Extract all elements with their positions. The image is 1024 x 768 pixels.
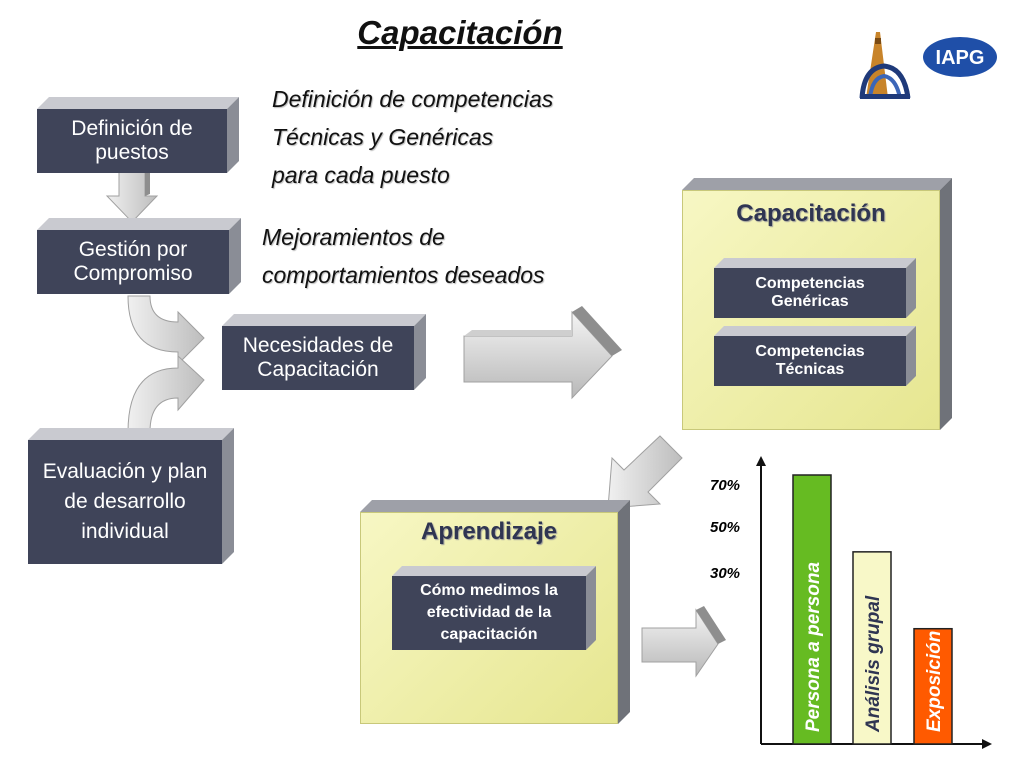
definition-line-1: Definición de competencias <box>272 86 554 112</box>
chart-ticks: 70% 50% 30% <box>710 477 740 582</box>
right-arrow-icon <box>463 306 622 400</box>
competencias-genericas-label: Competencias Genéricas <box>714 268 906 318</box>
tick-label: 30% <box>710 565 740 582</box>
bar-rect <box>852 551 892 745</box>
medicion-label: Cómo medimos la efectividad de la capaci… <box>392 576 586 650</box>
down-arrow-icon <box>105 168 159 223</box>
capacitacion-title: Capacitación <box>736 200 886 227</box>
iapg-logo-text: IAPG <box>936 47 985 69</box>
tick-label: 50% <box>710 519 740 536</box>
y-axis-arrow-icon <box>756 456 766 466</box>
box-necesidades-label: Necesidades de Capacitación <box>222 326 414 390</box>
bar-rect <box>792 474 832 745</box>
bar-label: Análisis grupal <box>863 595 884 733</box>
bar-2: Análisis grupal <box>852 551 892 745</box>
x-axis-arrow-icon <box>982 739 992 749</box>
competencias-genericas-box: Competencias Genéricas <box>714 258 916 318</box>
box-gestion-label: Gestión por Compromiso <box>37 230 229 294</box>
chart-arrow-icon <box>641 606 726 678</box>
tick-label: 70% <box>710 477 740 494</box>
bar-label: Persona a persona <box>803 562 824 732</box>
box-definicion-puestos: Definición de puestos <box>37 97 239 173</box>
improvement-line-2: comportamientos deseados <box>262 262 545 288</box>
competencias-tecnicas-box: Competencias Técnicas <box>714 326 916 386</box>
bar-label: Exposición <box>924 631 945 732</box>
diagonal-arrow-icon <box>607 435 683 509</box>
box-necesidades-capacitacion: Necesidades de Capacitación <box>222 314 426 390</box>
improvement-line-1: Mejoramientos de <box>262 224 445 250</box>
competencias-tecnicas-label: Competencias Técnicas <box>714 336 906 386</box>
curved-arrow-down-icon <box>127 295 205 366</box>
box-evaluacion-label: Evaluación y plan de desarrollo individu… <box>28 440 222 564</box>
iapg-logo: IAPG <box>922 36 998 78</box>
page-title: Capacitación <box>357 14 563 51</box>
tower-logo <box>858 28 912 100</box>
box-gestion-compromiso: Gestión por Compromiso <box>37 218 241 294</box>
medicion-box: Cómo medimos la efectividad de la capaci… <box>392 566 596 650</box>
bar-rect <box>913 627 953 745</box>
aprendizaje-title: Aprendizaje <box>420 518 558 545</box>
definition-line-3: para cada puesto <box>272 162 450 188</box>
bar-1: Persona a persona <box>792 474 832 745</box>
box-definicion-label: Definición de puestos <box>37 109 227 173</box>
chart-bars: Persona a persona Análisis grupal Exposici… <box>792 474 953 745</box>
definition-text: Definición de competencias Técnicas y Ge… <box>272 80 553 194</box>
definition-line-2: Técnicas y Genéricas <box>272 124 494 150</box>
bar-3: Exposición <box>913 627 953 745</box>
box-evaluacion-plan: Evaluación y plan de desarrollo individu… <box>28 428 234 564</box>
improvement-text: Mejoramientos de comportamientos deseado… <box>262 218 545 294</box>
curved-arrow-up-icon <box>127 354 205 433</box>
